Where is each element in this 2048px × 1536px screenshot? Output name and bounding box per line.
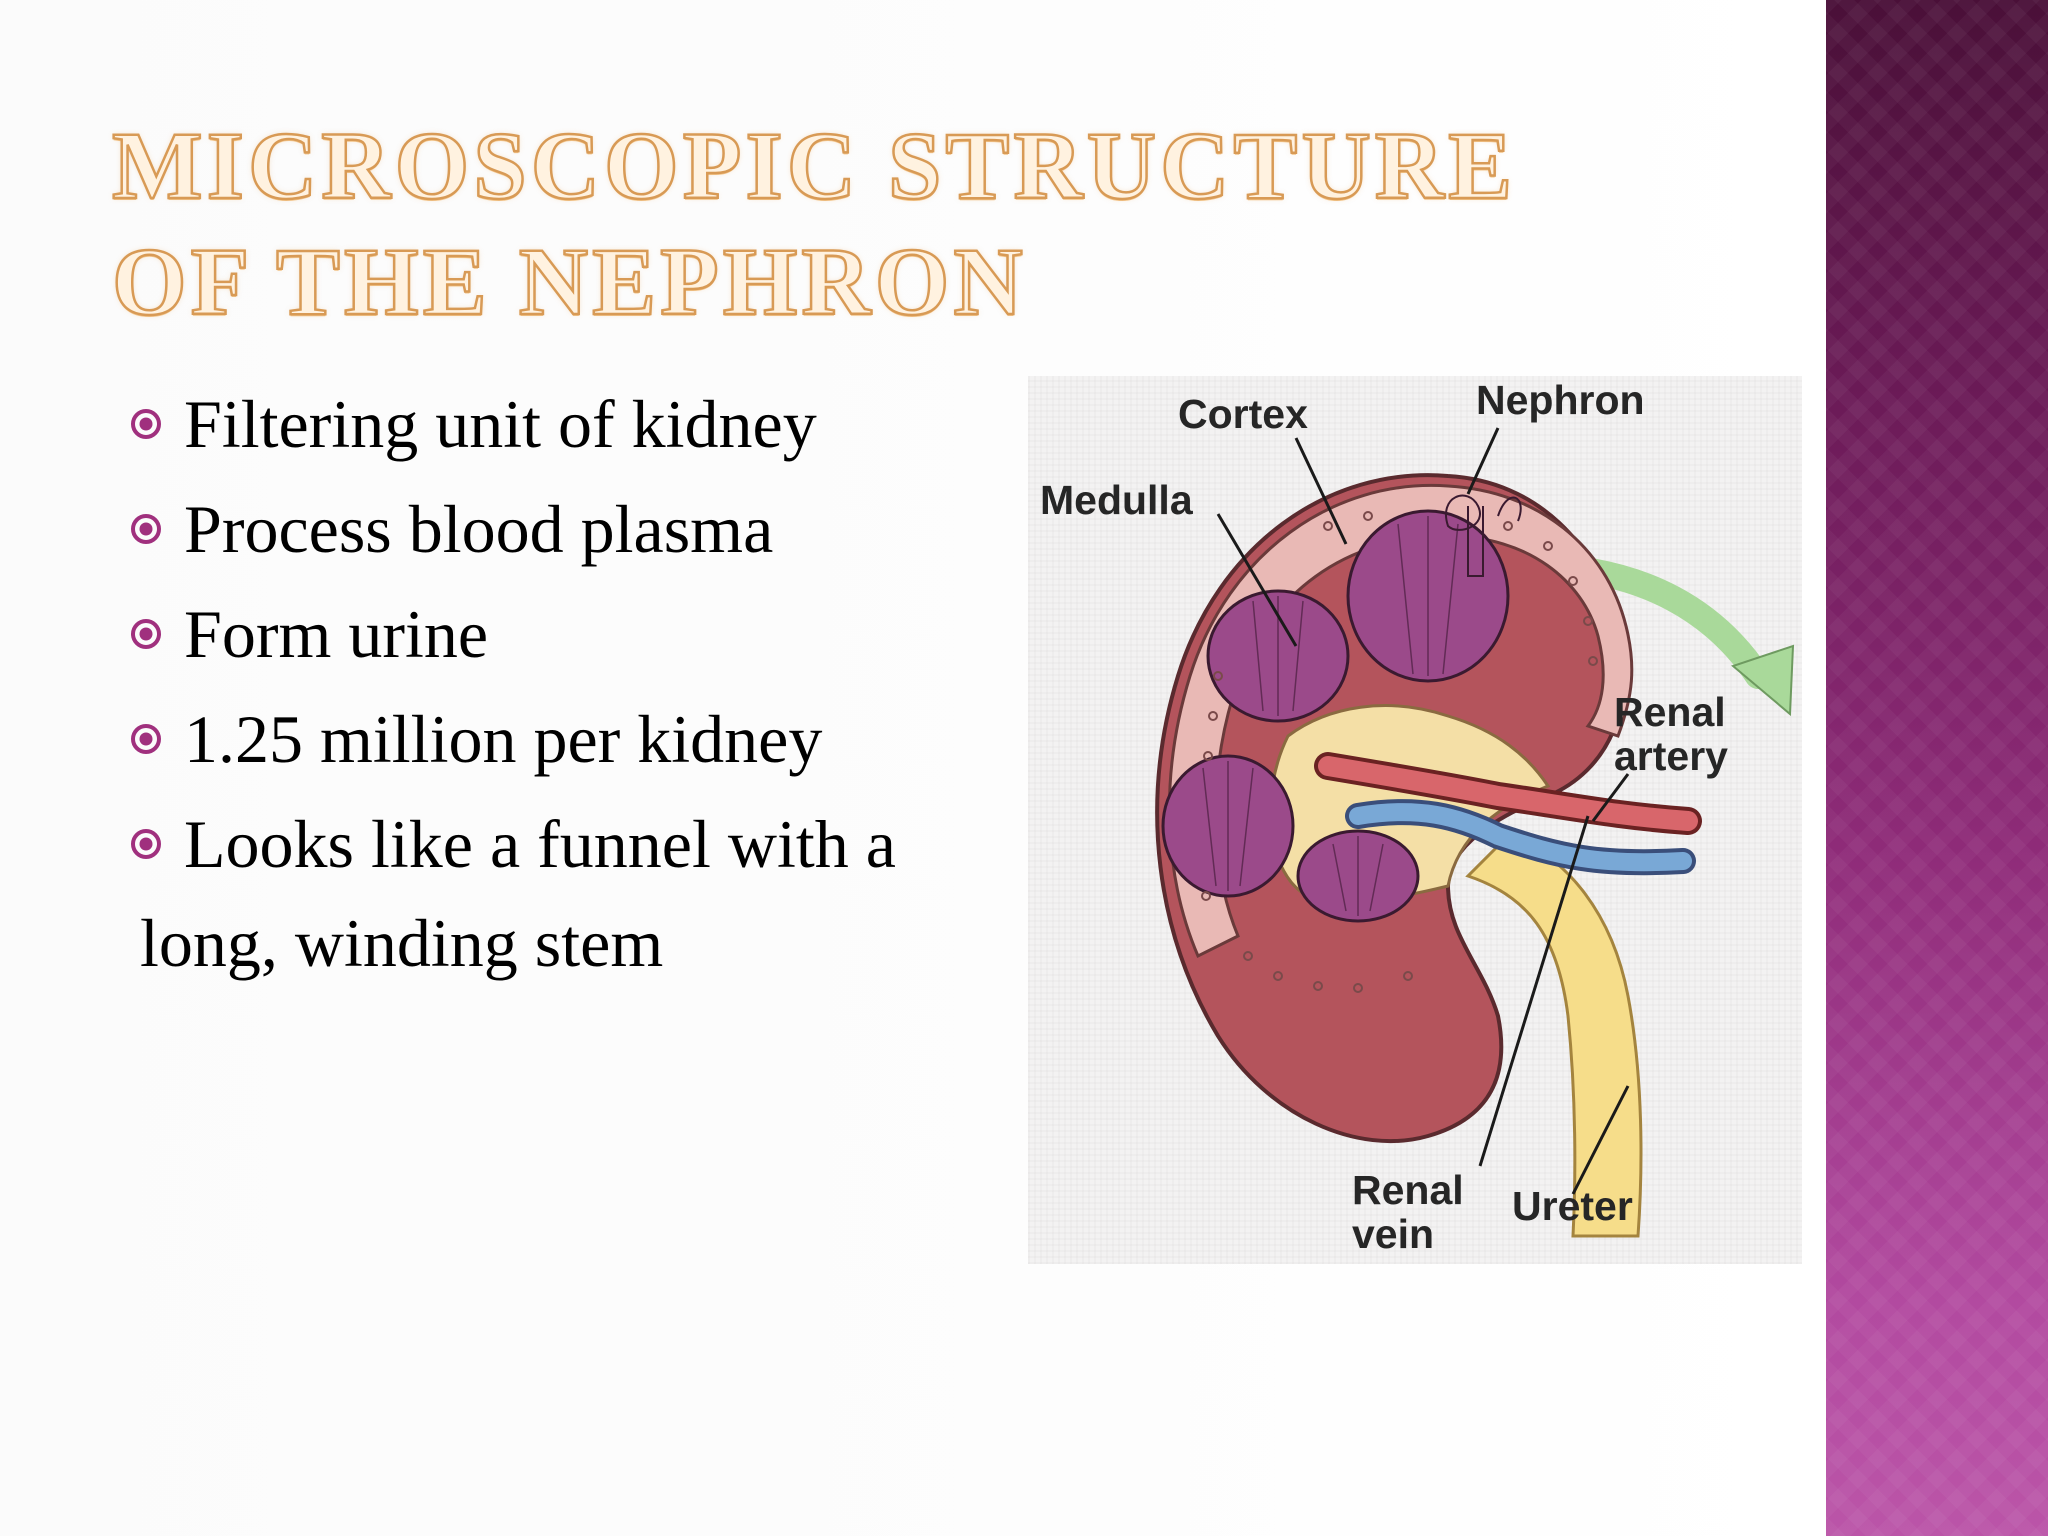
label-leader-lines <box>1216 427 1630 1195</box>
label-renal-vein-line2: vein <box>1352 1211 1435 1257</box>
side-bar-pattern <box>1826 0 2048 1536</box>
bullet-text: Filtering unit of kidney <box>184 386 817 462</box>
bullet-target-icon <box>131 829 161 859</box>
label-medulla: Medulla <box>1040 477 1193 523</box>
bullet-target-icon <box>131 514 161 544</box>
label-cortex: Cortex <box>1178 391 1308 437</box>
kidney-illustration <box>1155 427 1795 1238</box>
bullet-text: Looks like a funnel with a <box>184 806 896 882</box>
bullet-continuation-line: long, winding stem <box>126 891 1026 996</box>
label-ureter: Ureter <box>1512 1183 1633 1229</box>
nephron-loops <box>1445 494 1522 577</box>
renal-vein <box>1349 803 1692 872</box>
kidney-diagram: Cortex Nephron Medulla Renal artery Rena… <box>1028 376 1802 1264</box>
bullet-text: Form urine <box>184 596 489 672</box>
label-renal-artery-line1: Renal <box>1614 689 1726 735</box>
bullet-target-icon <box>131 409 161 439</box>
renal-artery <box>1318 756 1698 831</box>
bullet-item: Form urine <box>126 582 1026 687</box>
bullet-continuation-text: long, winding stem <box>140 905 664 981</box>
bullet-target-icon <box>131 724 161 754</box>
slide-title: Microscopic Structure of the Nephron <box>111 111 1517 337</box>
decorative-side-bar <box>1826 0 2048 1536</box>
pyramid-striations <box>1202 516 1459 916</box>
bullet-item: Process blood plasma <box>126 477 1026 582</box>
bullet-item: 1.25 million per kidney <box>126 687 1026 792</box>
green-arrow-head <box>1730 644 1795 717</box>
label-nephron: Nephron <box>1476 377 1645 423</box>
bullet-item: Looks like a funnel with a <box>126 792 1026 897</box>
bullet-target-icon <box>131 619 161 649</box>
cortex-glomeruli <box>1201 511 1598 993</box>
ureter <box>1465 834 1643 1238</box>
bullet-text: Process blood plasma <box>184 491 774 567</box>
label-renal-artery-line2: artery <box>1614 733 1728 779</box>
bullet-list: Filtering unit of kidney Process blood p… <box>126 372 1026 996</box>
bullet-text: 1.25 million per kidney <box>184 701 823 777</box>
bullet-item: Filtering unit of kidney <box>126 372 1026 477</box>
label-renal-vein-line1: Renal <box>1352 1167 1464 1213</box>
